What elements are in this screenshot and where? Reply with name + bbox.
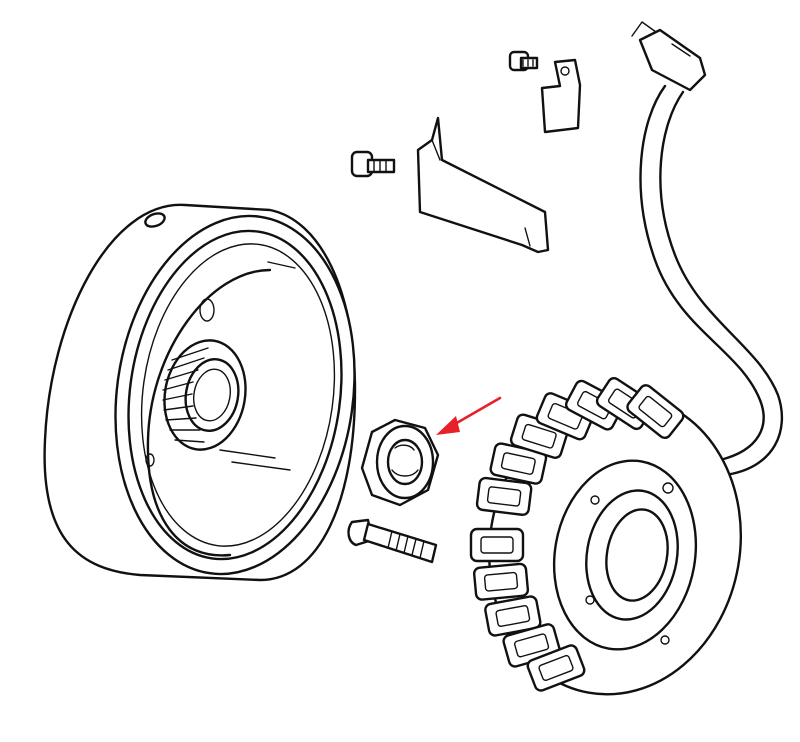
stator-pole-winding — [480, 536, 514, 554]
stator-pole-winding — [500, 452, 536, 475]
wire-clamp — [540, 58, 582, 134]
stator-pole-winding — [513, 633, 550, 658]
stator-pole-winding — [495, 605, 531, 627]
stator-pole — [626, 384, 685, 440]
stator-pole — [526, 644, 586, 692]
stator-pole-winding — [638, 395, 673, 428]
stator-pole — [469, 527, 525, 563]
stator-pole-winding — [483, 571, 519, 592]
stator-pole-winding — [538, 654, 574, 682]
pointer-arrow — [436, 396, 502, 435]
wiring-harness — [631, 21, 784, 477]
stator-coil — [469, 377, 743, 696]
rotor-bolt — [347, 518, 438, 564]
stator-pole — [472, 562, 530, 601]
clamp-screw — [508, 50, 539, 72]
hex-nut — [360, 418, 440, 507]
flywheel-rotor — [43, 203, 357, 582]
stator-pole-winding — [486, 486, 522, 507]
cover-plate — [416, 116, 550, 254]
stator-pole — [475, 476, 533, 516]
stator-pole-winding — [521, 423, 557, 449]
plate-screw — [350, 150, 396, 178]
